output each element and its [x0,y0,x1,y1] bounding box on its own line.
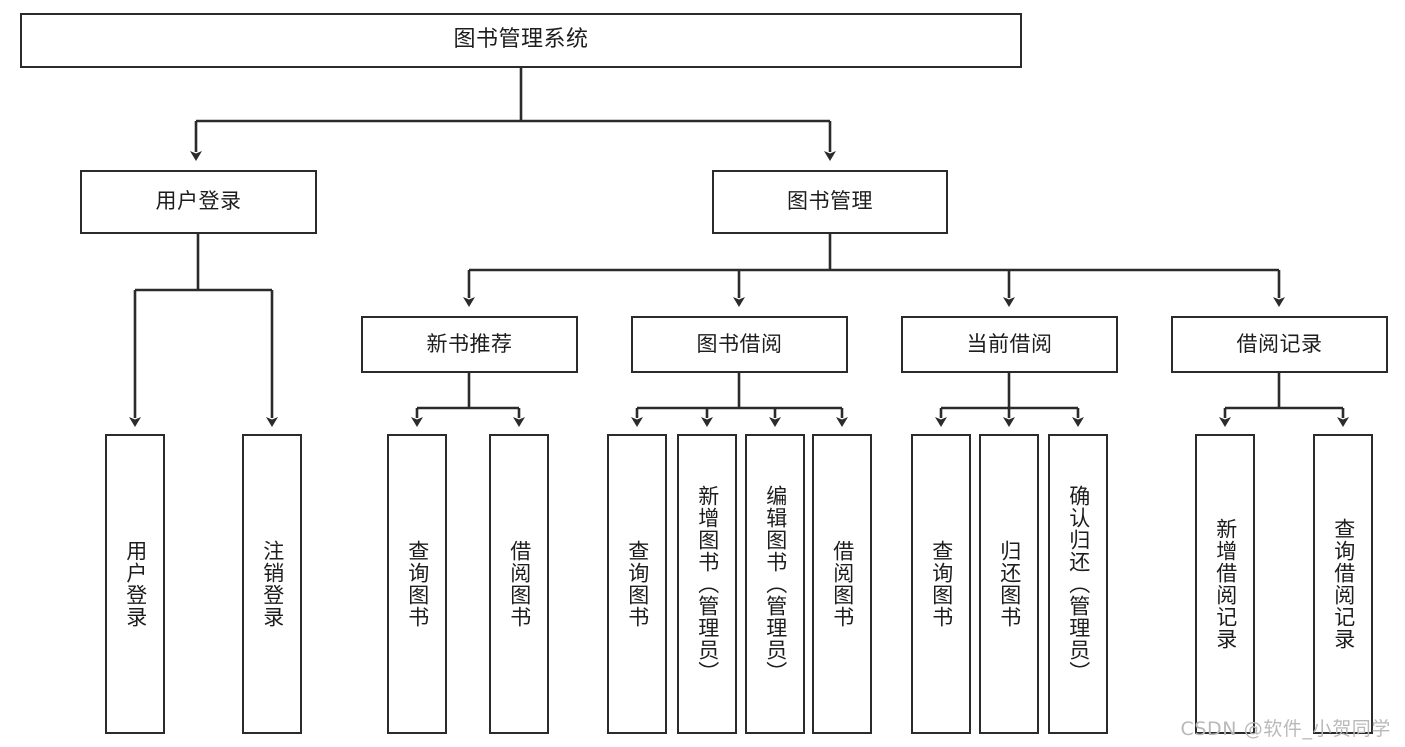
node-user-login[interactable]: 用户登录 [80,170,317,234]
leaf-add-book-admin[interactable]: 新增图书（管理员） [677,434,737,734]
node-label: 用户登录 [123,540,148,628]
node-label: 图书借阅 [696,331,783,356]
node-label: 借阅记录 [1236,331,1323,356]
node-label: 新增借阅记录 [1213,518,1238,650]
node-label: 查询图书 [625,540,650,628]
node-new-book-recommend[interactable]: 新书推荐 [361,316,578,373]
leaf-borrow-book[interactable]: 借阅图书 [812,434,872,734]
node-label: 确认归还（管理员） [1066,485,1091,683]
node-label: 图书管理系统 [453,27,589,53]
leaf-query-book-recommend[interactable]: 查询图书 [387,434,447,734]
leaf-user-logout[interactable]: 注销登录 [242,434,302,734]
node-label: 借阅图书 [830,540,855,628]
csdn-watermark: CSDN @软件_小贺同学 [1180,718,1391,740]
leaf-confirm-return-admin[interactable]: 确认归还（管理员） [1048,434,1108,734]
node-label: 查询图书 [405,540,430,628]
leaf-query-borrow-record[interactable]: 查询借阅记录 [1313,434,1373,734]
leaf-edit-book-admin[interactable]: 编辑图书（管理员） [745,434,805,734]
leaf-borrow-book-recommend[interactable]: 借阅图书 [489,434,549,734]
node-borrow-record[interactable]: 借阅记录 [1171,316,1388,373]
node-book-borrow[interactable]: 图书借阅 [631,316,848,373]
leaf-user-login[interactable]: 用户登录 [105,434,165,734]
node-book-management[interactable]: 图书管理 [712,170,948,234]
node-label: 新增图书（管理员） [695,485,720,683]
leaf-return-book[interactable]: 归还图书 [979,434,1039,734]
node-label: 编辑图书（管理员） [763,485,788,683]
node-current-borrow[interactable]: 当前借阅 [901,316,1118,373]
node-label: 查询借阅记录 [1331,518,1356,650]
leaf-query-book-borrow[interactable]: 查询图书 [607,434,667,734]
node-label: 注销登录 [260,540,285,628]
node-label: 新书推荐 [426,331,513,356]
node-label: 图书管理 [787,189,873,214]
node-label: 用户登录 [155,189,242,214]
node-label: 借阅图书 [507,540,532,628]
node-label: 当前借阅 [966,331,1053,356]
leaf-add-borrow-record[interactable]: 新增借阅记录 [1195,434,1255,734]
node-label: 归还图书 [997,540,1022,628]
leaf-query-book-current[interactable]: 查询图书 [911,434,971,734]
node-label: 查询图书 [929,540,954,628]
node-root-system[interactable]: 图书管理系统 [20,13,1022,68]
